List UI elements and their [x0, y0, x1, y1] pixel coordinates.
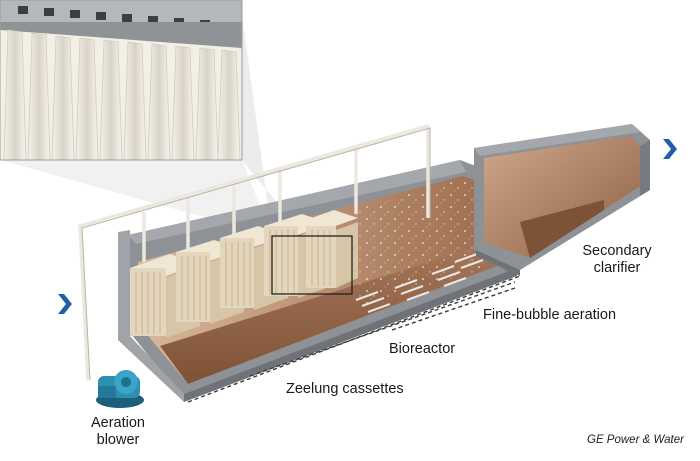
fine-bubble-aeration-label: Fine-bubble aeration [483, 307, 617, 323]
air-piping [78, 124, 430, 381]
zoom-focus-box [271, 235, 353, 295]
bracket-zeelung [187, 275, 521, 403]
label-brackets [187, 275, 521, 403]
zoom-inset-photo [0, 0, 243, 161]
secondary-clarifier-label-line2: clarifier [593, 260, 641, 276]
diffuser-grids [355, 253, 484, 313]
secondary-clarifier-label-line1: Secondary [582, 243, 652, 259]
aeration-blower-label-line1: Aeration [90, 415, 145, 431]
secondary-clarifier [474, 124, 650, 276]
inflow-arrow-icon [58, 294, 72, 314]
outflow-arrow-icon [663, 139, 677, 159]
zeelung-cassettes-label: Zeelung cassettes [286, 381, 404, 397]
secondary-clarifier-label: Secondary clarifier [574, 243, 660, 277]
zoom-callout-cone-lower [0, 160, 272, 236]
aeration-blower-label: Aeration blower [80, 415, 156, 449]
zeelung-cassettes [130, 210, 358, 338]
aeration-blower-label-line2: blower [96, 432, 140, 448]
bracket-fine-bubble [391, 287, 516, 331]
bracket-bioreactor [249, 281, 516, 377]
bioreactor-label: Bioreactor [389, 341, 456, 357]
image-credit: GE Power & Water [587, 434, 684, 446]
aeration-blower-icon [96, 370, 144, 408]
